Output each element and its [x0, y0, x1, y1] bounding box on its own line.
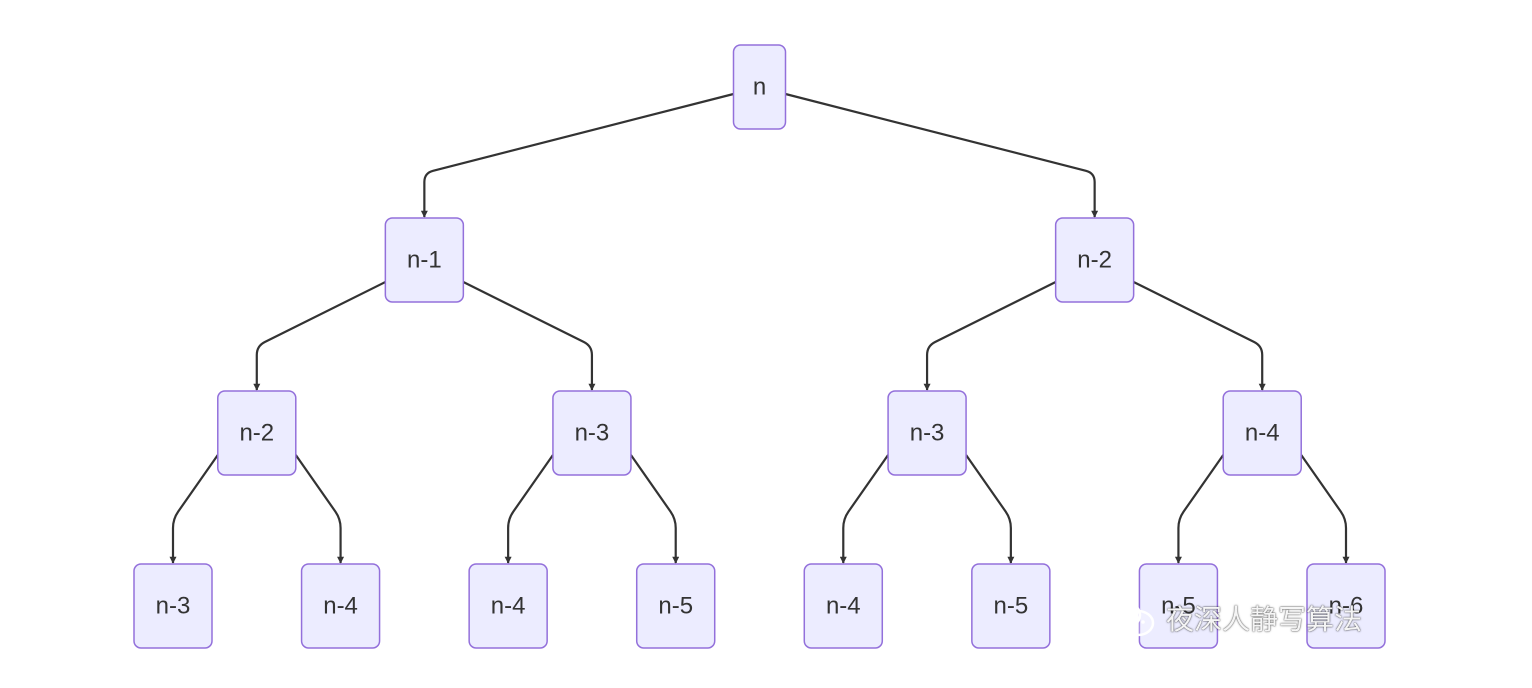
edge-r-to-b [785, 92, 1099, 218]
node-box [803, 563, 884, 649]
tree-node-b1a: n-4 [803, 563, 884, 649]
tree-node-b2b: n-6 [1306, 563, 1386, 649]
edge-b-to-b2 [1133, 281, 1266, 391]
tree-node-b1b: n-5 [971, 563, 1051, 649]
node-label: n-4 [323, 592, 358, 619]
node-box [300, 563, 381, 649]
tree-node-b: n-2 [1054, 217, 1135, 303]
node-label: n-4 [491, 592, 526, 619]
edge-layer [169, 92, 1350, 564]
node-box [1306, 563, 1386, 649]
edge-a-to-a1 [253, 281, 386, 391]
node-label: n-4 [826, 592, 861, 619]
node-label: n-6 [1329, 592, 1364, 619]
node-box [635, 563, 716, 649]
node-box [217, 390, 297, 476]
tree-node-a1a: n-3 [133, 563, 213, 649]
node-box [552, 390, 632, 476]
node-label: n-2 [239, 419, 274, 446]
tree-node-a1b: n-4 [300, 563, 381, 649]
tree-node-b2: n-4 [1222, 390, 1302, 476]
edge-b2-to-b2a [1174, 454, 1225, 564]
node-label: n [753, 73, 766, 100]
tree-node-r: n [732, 44, 787, 130]
node-label: n-3 [575, 419, 610, 446]
edge-a-to-a2 [462, 281, 596, 391]
tree-node-a2a: n-4 [468, 563, 548, 649]
tree-node-a2: n-3 [552, 390, 632, 476]
node-label: n-3 [910, 419, 945, 446]
node-label: n-5 [994, 592, 1029, 619]
tree-node-b2a: n-5 [1138, 563, 1219, 649]
edge-b-to-b1 [923, 281, 1057, 391]
edge-r-to-a [420, 92, 734, 218]
edge-b1-to-b1a [839, 454, 889, 564]
node-box [1054, 217, 1135, 303]
node-layer: n n-1 n-2 n-2 n-3 n-3 n-4 n-3 n-4 n-4 n-5 n-4 n-5 n-5… [133, 44, 1386, 649]
node-label: n-1 [407, 246, 442, 273]
node-box [133, 563, 213, 649]
edge-a1-to-a1a [169, 454, 219, 564]
edge-a2-to-a2a [504, 454, 554, 564]
tree-node-a1: n-2 [217, 390, 297, 476]
edge-b2-to-b2b [1300, 454, 1350, 564]
node-box [971, 563, 1051, 649]
node-label: n-5 [658, 592, 693, 619]
node-box [468, 563, 548, 649]
edge-a1-to-a1b [294, 454, 345, 564]
tree-node-a: n-1 [384, 217, 465, 303]
node-label: n-2 [1077, 246, 1112, 273]
node-label: n-3 [156, 592, 191, 619]
node-label: n-4 [1245, 419, 1280, 446]
node-box [1222, 390, 1302, 476]
node-box [384, 217, 465, 303]
tree-node-a2b: n-5 [635, 563, 716, 649]
tree-node-b1: n-3 [887, 390, 967, 476]
edge-a2-to-a2b [630, 454, 680, 564]
node-box [732, 44, 787, 130]
node-box [887, 390, 967, 476]
node-label: n-5 [1161, 592, 1196, 619]
edge-b1-to-b1b [965, 454, 1015, 564]
